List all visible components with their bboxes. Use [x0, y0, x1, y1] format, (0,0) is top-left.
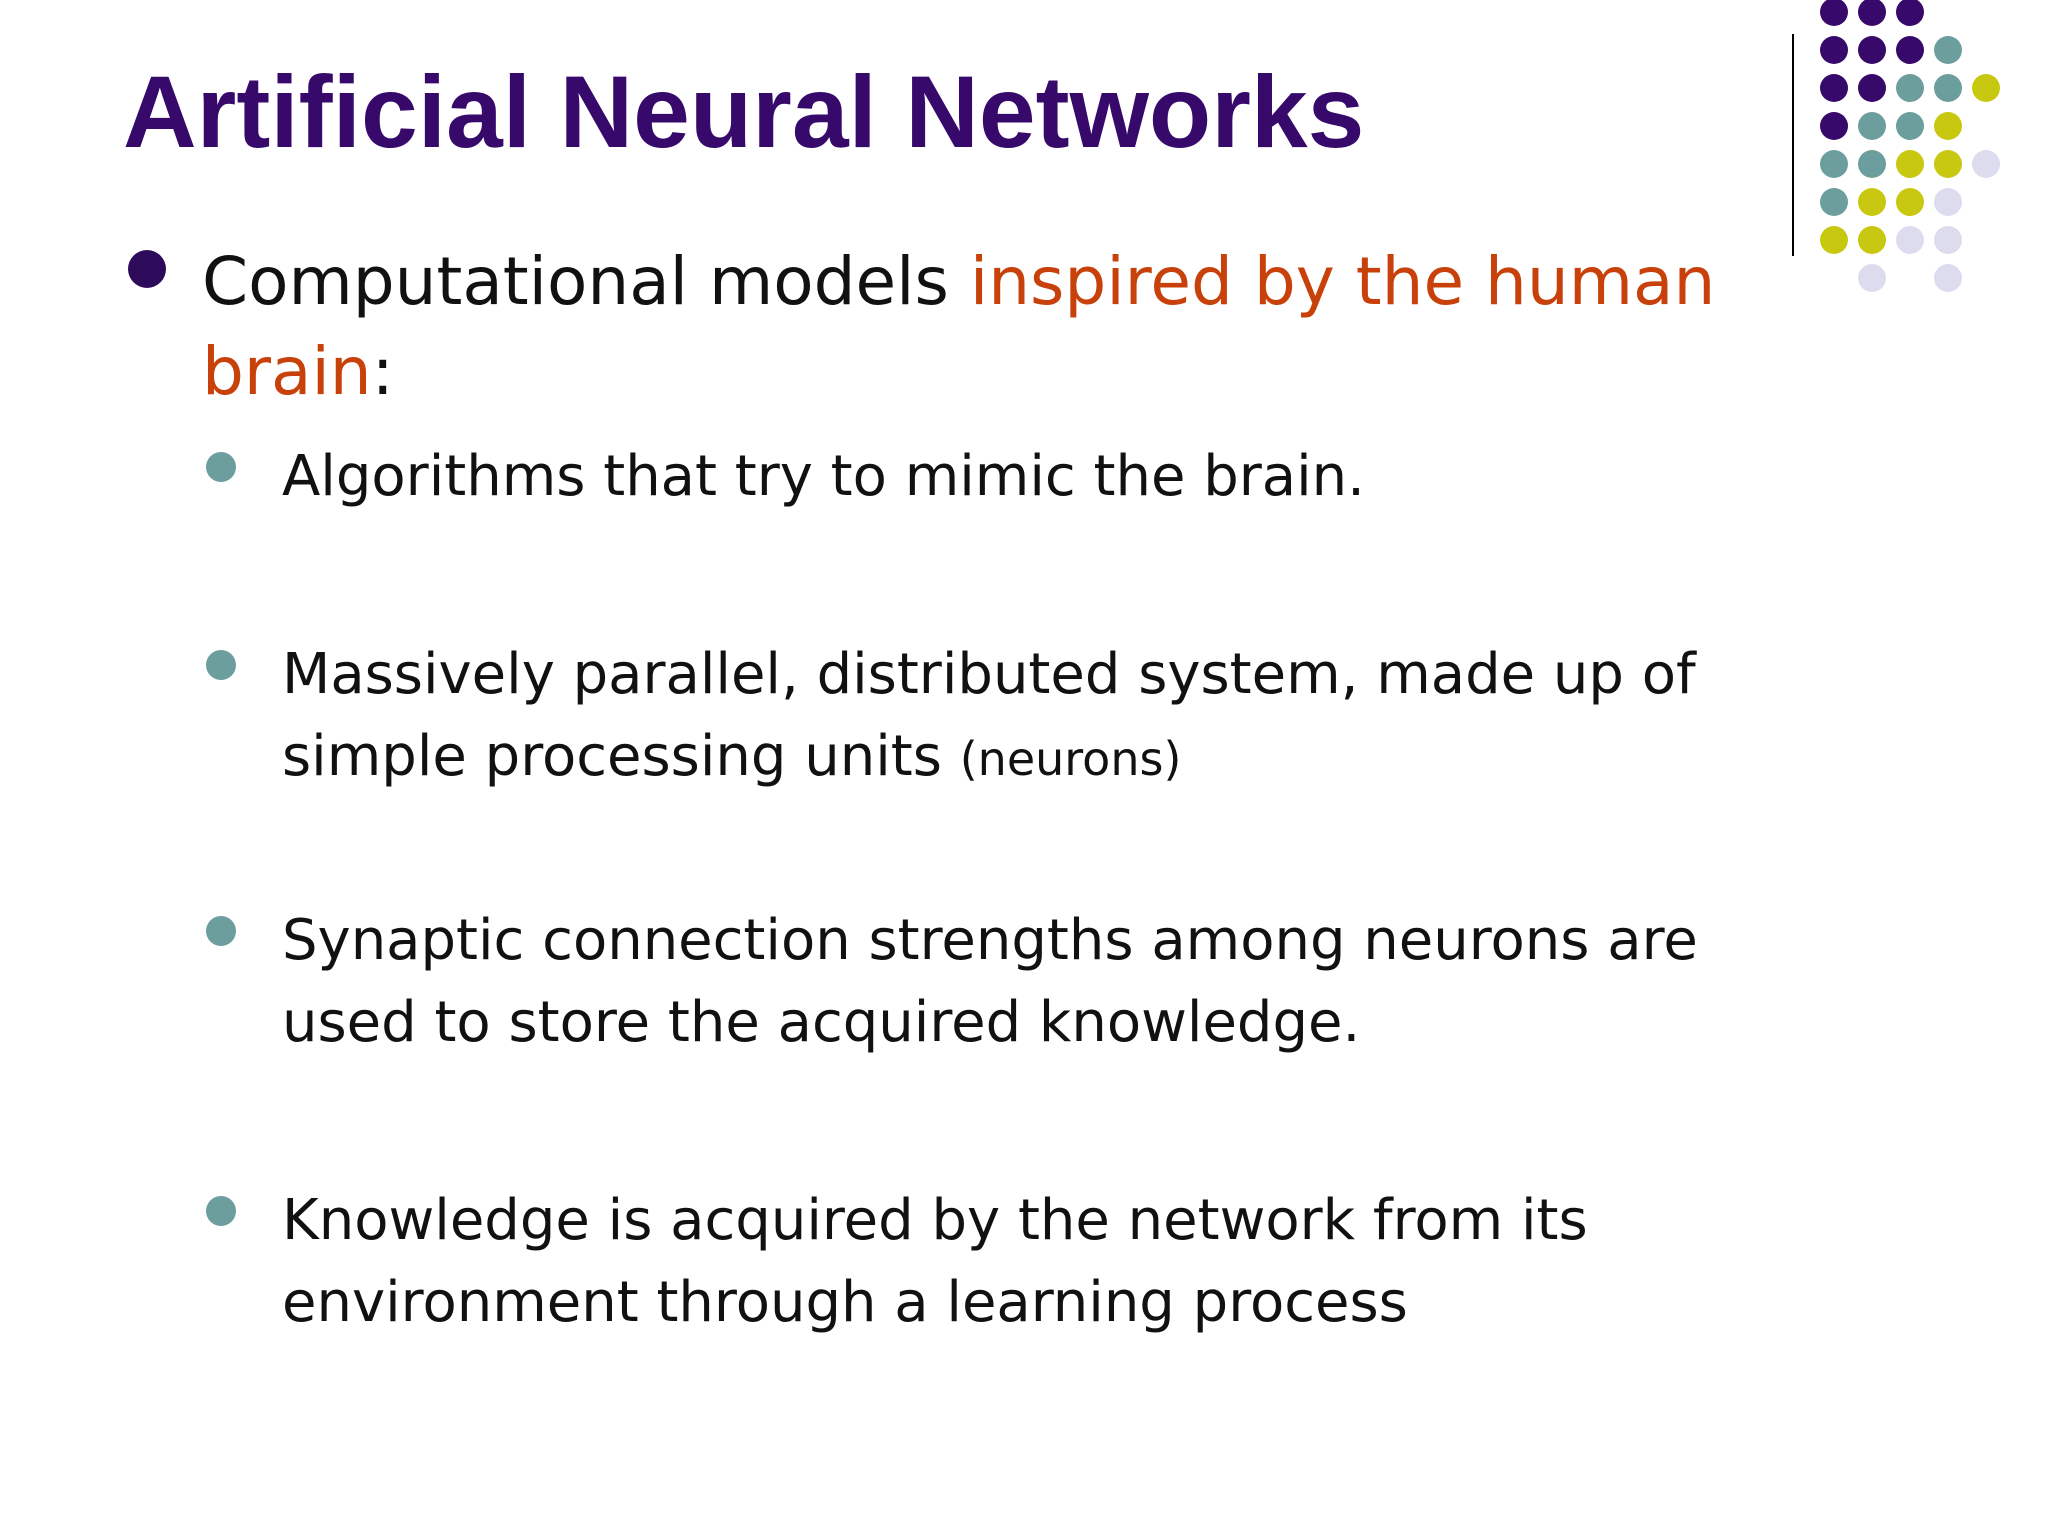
decorative-dot	[1934, 150, 1962, 178]
decorative-dot	[1820, 150, 1848, 178]
sub-bullet-text: Algorithms that try to mimic the brain.	[282, 436, 1842, 520]
decorative-dot	[1972, 74, 2000, 102]
decorative-dot	[1858, 36, 1886, 64]
sub-bullet-main: Synaptic connection strengths among neur…	[282, 908, 1698, 1055]
decorative-dot	[1896, 226, 1924, 254]
decorative-dot	[1858, 112, 1886, 140]
decorative-dot	[1820, 112, 1848, 140]
sub-bullet-dot	[206, 916, 236, 946]
decorative-dot	[1820, 226, 1848, 254]
decorative-dot	[1820, 36, 1848, 64]
decorative-dot	[1858, 188, 1886, 216]
decorative-dot	[1858, 0, 1886, 26]
decorative-dot	[1896, 188, 1924, 216]
sub-bullet-main: Algorithms that try to mimic the brain.	[282, 444, 1365, 509]
sub-bullet-text: Knowledge is acquired by the network fro…	[282, 1180, 1842, 1346]
decorative-dot	[1934, 74, 1962, 102]
decorative-dot	[1858, 74, 1886, 102]
decorative-dot	[1896, 112, 1924, 140]
decorative-dot	[1896, 150, 1924, 178]
decorative-dot	[1896, 0, 1924, 26]
main-bullet-text-after: :	[371, 333, 394, 410]
sub-bullet-main: Massively parallel, distributed system, …	[282, 642, 1696, 789]
slide-title: Artificial Neural Networks	[123, 55, 1365, 169]
decorative-dot	[1934, 112, 1962, 140]
main-bullet-dot	[128, 250, 166, 288]
decorative-dot	[1858, 226, 1886, 254]
main-bullet-text-before: Computational models	[202, 243, 970, 320]
sub-bullet-text: Massively parallel, distributed system, …	[282, 634, 1842, 800]
sub-bullet-dot	[206, 650, 236, 680]
sub-bullet-dot	[206, 452, 236, 482]
decorative-dot	[1820, 0, 1848, 26]
decorative-dot	[1934, 36, 1962, 64]
sub-bullet-main: Knowledge is acquired by the network fro…	[282, 1188, 1588, 1335]
sub-bullet-small: (neurons)	[959, 732, 1182, 786]
vertical-divider	[1792, 34, 1794, 256]
decorative-dot	[1858, 150, 1886, 178]
decorative-dot	[1972, 150, 2000, 178]
decorative-dot	[1934, 188, 1962, 216]
decorative-dot	[1820, 188, 1848, 216]
main-bullet-text: Computational models inspired by the hum…	[202, 237, 1822, 417]
decorative-dot	[1896, 36, 1924, 64]
decorative-dot	[1934, 264, 1962, 292]
decorative-dot-grid	[1820, 0, 2048, 300]
sub-bullet-dot	[206, 1196, 236, 1226]
decorative-dot	[1820, 74, 1848, 102]
sub-bullet-text: Synaptic connection strengths among neur…	[282, 900, 1842, 1066]
decorative-dot	[1896, 74, 1924, 102]
decorative-dot	[1934, 226, 1962, 254]
decorative-dot	[1858, 264, 1886, 292]
main-bullet-highlight: inspired by the human brain	[202, 243, 1716, 410]
